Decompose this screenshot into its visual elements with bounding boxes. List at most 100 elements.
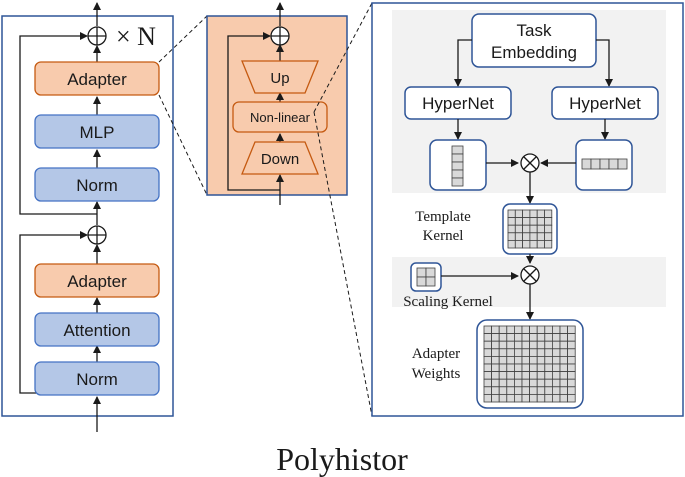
template-kernel-cell <box>544 224 553 234</box>
row-vector-cell <box>599 158 610 170</box>
caption: Polyhistor <box>276 441 408 477</box>
adapter-weights-cell <box>491 393 500 403</box>
adapter-weights-cell <box>536 355 546 365</box>
adapter-weights-cell <box>491 386 500 395</box>
adapter-weights-cell <box>498 393 508 403</box>
column-vector-cell <box>451 177 464 187</box>
adapter-weights-cell <box>491 371 500 380</box>
adapter-weights-cell <box>536 393 546 403</box>
adapter-weights-cell <box>529 333 538 342</box>
adapter-weights-cell <box>506 348 515 357</box>
adapter-residual <box>227 32 280 191</box>
adapter-weights-cell <box>559 340 568 350</box>
adapter-weights-cell <box>559 325 568 334</box>
arrow-task-hypernet-right <box>596 39 613 87</box>
adapter-weights-cell <box>491 340 500 350</box>
adapter-weights-cell <box>498 348 508 357</box>
template-kernel-cell <box>514 224 523 234</box>
adapter-weights-cell <box>536 348 546 357</box>
template-kernel-cell <box>514 217 523 226</box>
adapter-weights-cell <box>552 363 561 372</box>
adapter-weights-cell <box>567 355 576 365</box>
adapter-weights-cell <box>529 348 538 357</box>
adapter-weights-cell <box>514 325 523 334</box>
adapter-weights-cell <box>552 333 561 342</box>
template-kernel-cell <box>544 217 553 226</box>
adapter-weights-cell <box>514 393 523 403</box>
adapter-weights-cell <box>498 363 508 372</box>
adapter-weights-cell <box>552 371 561 380</box>
template-kernel-cell <box>514 239 523 249</box>
template-kernel-cell <box>536 209 545 218</box>
adapter-weights-cell <box>529 386 538 395</box>
adapter-weights-cell <box>483 371 492 380</box>
row-vector-cell <box>581 158 592 170</box>
adapter-weights-cell <box>536 371 546 380</box>
norm-bottom-label: Norm <box>76 370 118 389</box>
up-trapezoid <box>241 60 319 94</box>
template-kernel-cell <box>507 224 516 234</box>
adapter-weights-cell <box>552 393 561 403</box>
adapter-weights-cell <box>498 340 508 350</box>
task-embedding-line2: Embedding <box>491 43 577 62</box>
adapter-weights-cell <box>521 378 530 388</box>
hypernet-right-label: HyperNet <box>569 94 641 113</box>
adapter-weights-cell <box>506 333 515 342</box>
adapter-weights-cell <box>536 333 546 342</box>
adapter-weights-cell <box>498 378 508 388</box>
adapter-weights-cell <box>529 363 538 372</box>
adapter-weights-cell <box>498 355 508 365</box>
adapter-weights-cell <box>559 378 568 388</box>
template-kernel-cell <box>536 232 545 241</box>
column-vector-cell <box>451 161 464 171</box>
adapter-weights-cell <box>559 363 568 372</box>
adapter-weights-cell <box>514 333 523 342</box>
adapter-weights-cell <box>529 371 538 380</box>
adapter-weights-cell <box>521 333 530 342</box>
adapter-weights-cell <box>521 340 530 350</box>
template-kernel-cell <box>514 209 523 218</box>
template-kernel-cell <box>507 232 516 241</box>
column-vector-cell <box>451 145 464 155</box>
up-label: Up <box>270 70 289 87</box>
adapter-weights-cell <box>506 363 515 372</box>
adapter-weights-cell <box>521 325 530 334</box>
adapter-weights-cell <box>491 378 500 388</box>
adapter-weights-cell <box>491 325 500 334</box>
adapter-weights-cell <box>521 363 530 372</box>
adapter-weights-cell <box>529 355 538 365</box>
adapter-weights-cell <box>567 378 576 388</box>
adapter-weights-line1: Adapter <box>412 346 460 362</box>
column-vector-cells <box>451 145 464 187</box>
adapter-weights-cell <box>552 386 561 395</box>
adapter-weights-cell <box>529 378 538 388</box>
template-kernel-cell <box>529 209 538 218</box>
column-vector-cell <box>451 169 464 179</box>
adapter-weights-cell <box>521 386 530 395</box>
adapter-weights-cell <box>483 378 492 388</box>
adapter-weights-cell <box>514 348 523 357</box>
adapter-top-label: Adapter <box>67 70 127 89</box>
template-kernel-grid <box>507 209 553 249</box>
nonlinear-box <box>232 101 328 133</box>
scaling-kernel-cell <box>425 267 436 278</box>
adapter-weights-cell <box>567 348 576 357</box>
adapter-weights-cell <box>506 325 515 334</box>
adapter-weights-cell <box>544 378 553 388</box>
adapter-weights-cell <box>521 348 530 357</box>
add-node-lower <box>87 225 107 245</box>
adapter-weights-line2: Weights <box>412 366 461 382</box>
adapter-bottom-box <box>34 263 160 298</box>
adapter-weights-cell <box>514 363 523 372</box>
residual-upper <box>19 32 97 215</box>
column-vector-cell <box>451 153 464 163</box>
adapter-weights-cell <box>498 333 508 342</box>
adapter-weights-cell <box>559 386 568 395</box>
adapter-weights-cell <box>544 325 553 334</box>
adapter-weights-cell <box>567 325 576 334</box>
template-kernel-cell <box>507 209 516 218</box>
template-kernel-line1: Template <box>415 209 471 225</box>
repeat-label: × N <box>116 22 156 51</box>
adapter-weights-cell <box>506 378 515 388</box>
